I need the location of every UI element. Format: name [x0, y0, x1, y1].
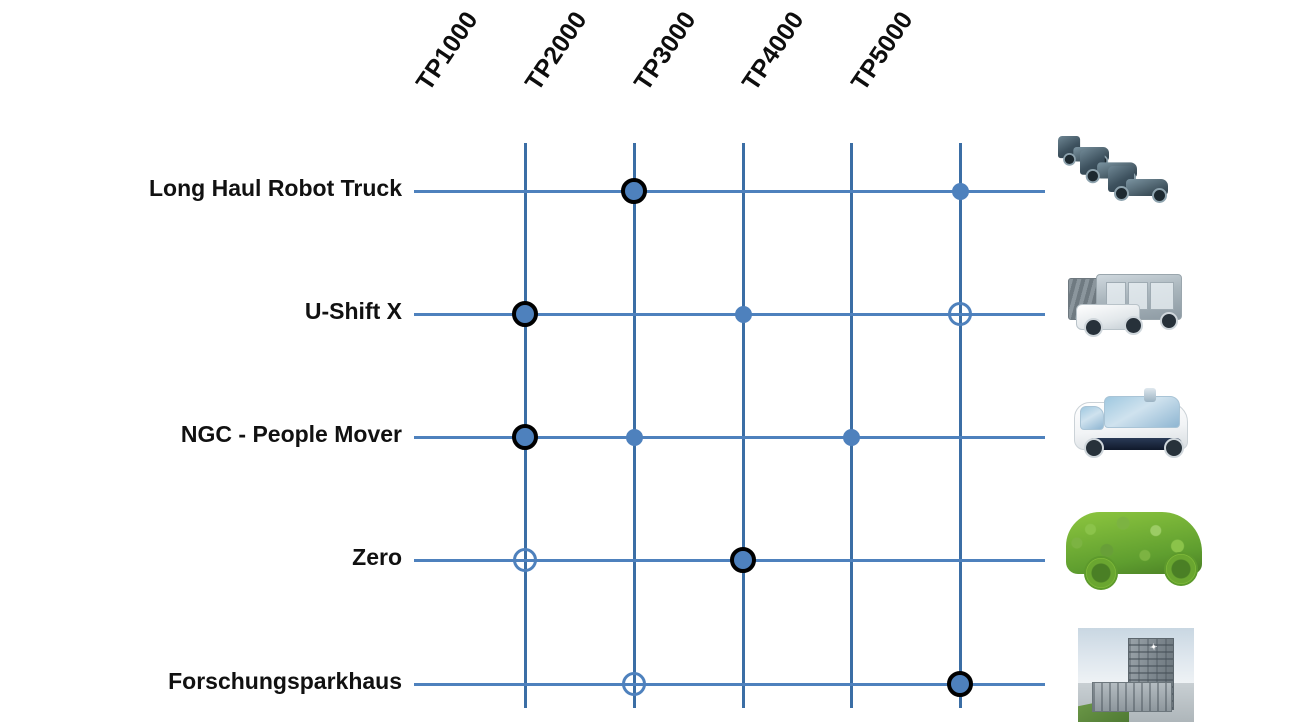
parking-garage-render-image: ✦ — [1078, 628, 1194, 722]
row-label-5: Forschungsparkhaus — [168, 668, 402, 694]
grid-line-horizontal-row-1 — [414, 190, 1045, 193]
grid-line-vertical-tp4000 — [850, 143, 853, 708]
grid-line-horizontal-row-2 — [414, 313, 1045, 316]
grid-line-vertical-tp5000 — [959, 143, 962, 708]
matrix-marker-dot[interactable] — [734, 305, 752, 323]
grid-line-vertical-tp3000 — [742, 143, 745, 708]
matrix-marker-open[interactable] — [513, 548, 537, 572]
column-header-tp5000: TP5000 — [845, 6, 919, 96]
grid-line-vertical-tp2000 — [633, 143, 636, 708]
matrix-marker-open[interactable] — [622, 672, 646, 696]
matrix-marker-key[interactable] — [621, 178, 647, 204]
matrix-marker-dot[interactable] — [842, 428, 860, 446]
row-label-3: NGC - People Mover — [180, 421, 402, 447]
green-hedge-car-image — [1062, 500, 1212, 600]
grid-line-horizontal-row-5 — [414, 683, 1045, 686]
matrix-marker-key[interactable] — [947, 671, 973, 697]
matrix-marker-key[interactable] — [512, 301, 538, 327]
row-label-4: Zero — [352, 544, 402, 570]
robot-truck-trio-image — [1058, 136, 1198, 216]
u-shift-modular-bus-image — [1062, 258, 1202, 350]
row-label-2: U-Shift X — [304, 298, 402, 324]
people-mover-car-image — [1070, 388, 1202, 464]
grid-line-horizontal-row-4 — [414, 559, 1045, 562]
matrix-marker-open[interactable] — [948, 302, 972, 326]
matrix-marker-key[interactable] — [730, 547, 756, 573]
row-label-1: Long Haul Robot Truck — [149, 175, 402, 201]
matrix-marker-dot[interactable] — [951, 182, 969, 200]
matrix-marker-key[interactable] — [512, 424, 538, 450]
grid-line-horizontal-row-3 — [414, 436, 1045, 439]
matrix-marker-dot[interactable] — [625, 428, 643, 446]
